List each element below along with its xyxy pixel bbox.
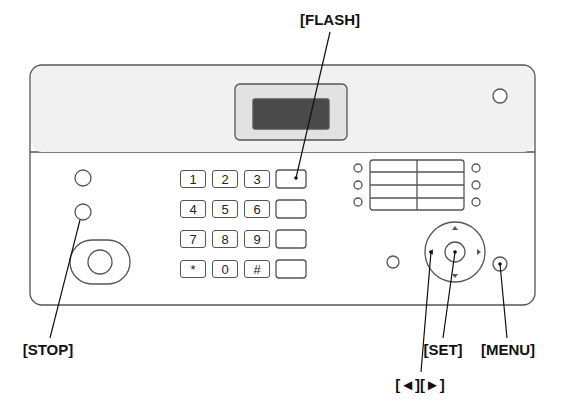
blank-key xyxy=(276,200,306,218)
key-label: 9 xyxy=(253,233,260,246)
machine-body xyxy=(30,65,535,305)
key-label: 1 xyxy=(189,173,196,186)
keypad-key: 0 xyxy=(212,260,238,278)
flash-key xyxy=(276,170,306,188)
one-touch-panel xyxy=(370,160,464,210)
callout-label: [FLASH] xyxy=(300,12,360,29)
key-label: # xyxy=(253,263,260,276)
keypad-key: 5 xyxy=(212,200,238,218)
leader-line xyxy=(500,264,507,338)
keypad-key: # xyxy=(244,260,270,278)
leader-dot xyxy=(453,250,457,254)
key-label: 8 xyxy=(221,233,228,246)
small-button xyxy=(387,256,399,268)
keypad-key: 3 xyxy=(244,170,270,188)
navigator-arrows xyxy=(429,226,481,278)
blank-key xyxy=(276,230,306,248)
key-label: 6 xyxy=(253,203,260,216)
key-label: 4 xyxy=(189,203,196,216)
top-band xyxy=(31,66,534,152)
key-label: 2 xyxy=(221,173,228,186)
one-touch-lamp xyxy=(354,164,362,172)
start-button xyxy=(88,250,112,274)
keypad-key: 6 xyxy=(244,200,270,218)
leader-line xyxy=(296,32,330,178)
key-label: 0 xyxy=(221,263,228,276)
keypad-key: * xyxy=(180,260,206,278)
key-label: 3 xyxy=(253,173,260,186)
keypad-key: 1 xyxy=(180,170,206,188)
display-bezel xyxy=(235,84,347,140)
one-touch-lamp xyxy=(472,181,480,189)
keypad-key: 4 xyxy=(180,200,206,218)
keypad-key: 7 xyxy=(180,230,206,248)
one-touch-lamp xyxy=(354,198,362,206)
callout-label: [◄][►] xyxy=(395,377,445,394)
one-touch-grid xyxy=(370,160,464,210)
stop-button xyxy=(75,204,91,220)
keypad-key: 2 xyxy=(212,170,238,188)
indicator-lamp xyxy=(493,89,507,103)
leader-line xyxy=(443,252,455,338)
one-touch-lamp xyxy=(354,181,362,189)
keypad-key: 8 xyxy=(212,230,238,248)
navigator-ring xyxy=(425,222,485,282)
callout-label: [MENU] xyxy=(481,342,535,359)
key-label: * xyxy=(190,263,195,276)
callout-label: [STOP] xyxy=(23,342,74,359)
round-button xyxy=(75,170,91,186)
one-touch-lamp xyxy=(472,198,480,206)
leader-dot xyxy=(294,176,298,180)
key-label: 5 xyxy=(221,203,228,216)
one-touch-lamp xyxy=(472,164,480,172)
leader-dot xyxy=(498,262,502,266)
callout-label: [SET] xyxy=(423,342,462,359)
key-label: 7 xyxy=(189,233,196,246)
display-screen xyxy=(253,99,329,129)
set-button xyxy=(445,242,465,262)
start-button-frame xyxy=(70,240,130,284)
leader-dot xyxy=(429,250,433,254)
blank-key xyxy=(276,260,306,278)
leader-line xyxy=(50,220,80,338)
keypad-key: 9 xyxy=(244,230,270,248)
